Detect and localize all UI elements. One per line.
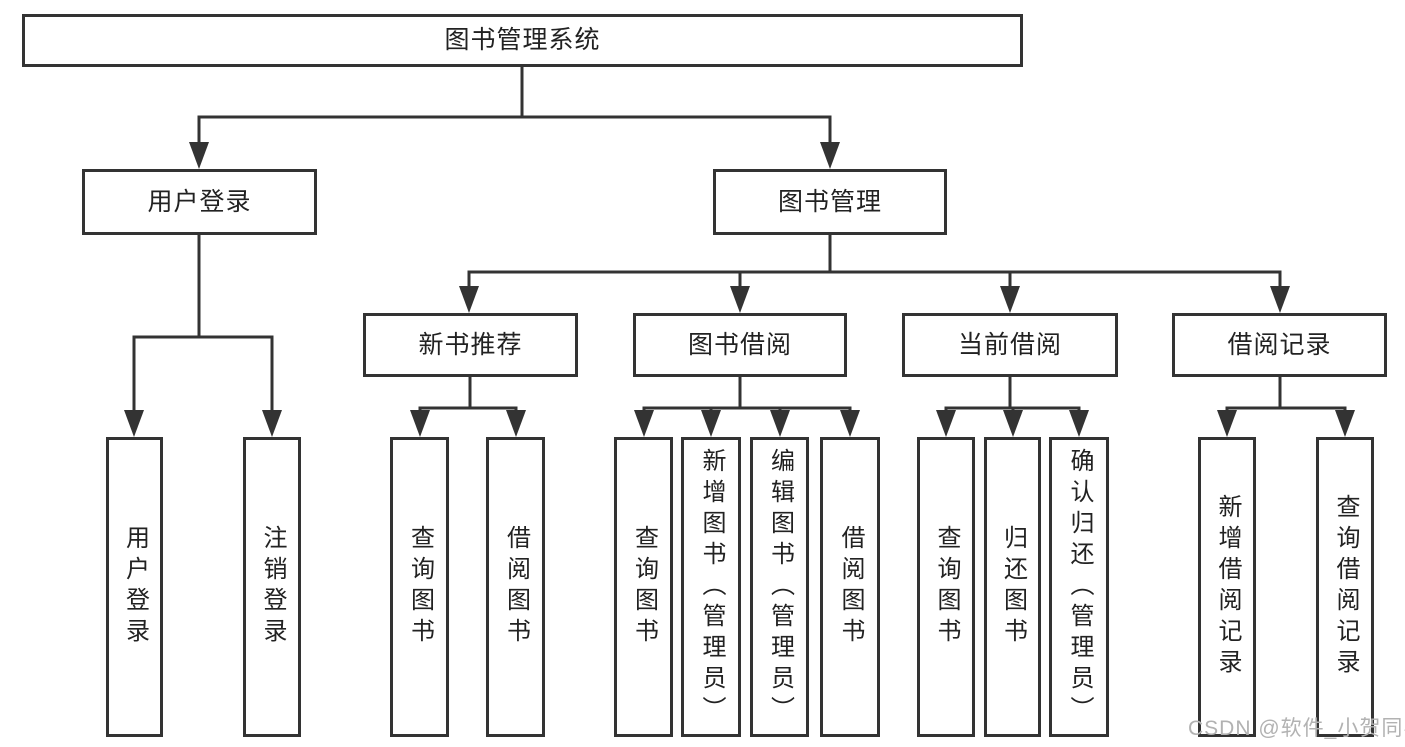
leaf-query-borrow-record: 查询借阅记录	[1316, 437, 1374, 737]
leaf-label: 注销登录	[259, 525, 286, 649]
node-label: 用户登录	[147, 187, 252, 216]
arrowhead-icon	[820, 142, 840, 169]
leaf-borrow-books: 借阅图书	[820, 437, 880, 737]
arrowhead-icon	[1335, 410, 1355, 437]
node-borrow-records: 借阅记录	[1172, 313, 1387, 377]
leaf-label: 归还图书	[999, 525, 1027, 649]
node-user-login: 用户登录	[82, 169, 317, 235]
leaf-return-books: 归还图书	[984, 437, 1041, 737]
arrowhead-icon	[936, 410, 956, 437]
node-label: 当前借阅	[957, 330, 1062, 359]
node-book-borrow: 图书借阅	[633, 313, 847, 377]
leaf-label: 查询图书	[933, 525, 960, 649]
leaf-label: 借阅图书	[837, 525, 864, 649]
leaf-logout: 注销登录	[243, 437, 301, 737]
leaf-label: 查询图书	[406, 525, 434, 649]
leaf-add-books-admin: 新增图书（管理员）	[681, 437, 741, 737]
arrowhead-icon	[840, 410, 860, 437]
arrowhead-icon	[1069, 410, 1089, 437]
leaf-confirm-return-admin: 确认归还（管理员）	[1049, 437, 1109, 737]
arrowhead-icon	[1270, 286, 1290, 313]
arrowhead-icon	[770, 410, 790, 437]
arrowhead-icon	[124, 410, 144, 437]
arrowhead-icon	[410, 410, 430, 437]
arrowhead-icon	[1217, 410, 1237, 437]
leaf-label: 新增图书（管理员）	[698, 447, 725, 727]
node-label: 图书借阅	[687, 330, 792, 359]
leaf-query-books-current: 查询图书	[917, 437, 975, 737]
node-library-system: 图书管理系统	[22, 14, 1023, 67]
csdn-watermark: CSDN @软件_小贺同学	[1188, 717, 1405, 740]
node-book-management: 图书管理	[713, 169, 947, 235]
node-label: 新书推荐	[418, 330, 523, 359]
leaf-label: 借阅图书	[502, 525, 530, 649]
leaf-add-borrow-record: 新增借阅记录	[1198, 437, 1256, 737]
arrowhead-icon	[730, 286, 750, 313]
arrowhead-icon	[1003, 410, 1023, 437]
leaf-label: 新增借阅记录	[1214, 494, 1241, 680]
arrowhead-icon	[189, 142, 209, 169]
arrowhead-icon	[262, 410, 282, 437]
node-new-book-recommend: 新书推荐	[363, 313, 578, 377]
node-current-borrow: 当前借阅	[902, 313, 1118, 377]
node-label: 图书管理	[777, 187, 882, 216]
arrowhead-icon	[634, 410, 654, 437]
leaf-query-books-borrow: 查询图书	[614, 437, 673, 737]
node-label: 借阅记录	[1227, 330, 1332, 359]
leaf-label: 用户登录	[121, 525, 149, 649]
leaf-borrow-books-recommend: 借阅图书	[486, 437, 545, 737]
leaf-query-books-recommend: 查询图书	[390, 437, 449, 737]
leaf-label: 确认归还（管理员）	[1066, 447, 1093, 727]
leaf-user-login: 用户登录	[106, 437, 163, 737]
arrowhead-icon	[701, 410, 721, 437]
leaf-label: 查询借阅记录	[1332, 494, 1359, 680]
leaf-edit-books-admin: 编辑图书（管理员）	[750, 437, 809, 737]
leaf-label: 编辑图书（管理员）	[766, 447, 794, 727]
node-label: 图书管理系统	[444, 26, 601, 54]
arrowhead-icon	[459, 286, 479, 313]
arrowhead-icon	[506, 410, 526, 437]
leaf-label: 查询图书	[630, 525, 658, 649]
arrowhead-icon	[1000, 286, 1020, 313]
